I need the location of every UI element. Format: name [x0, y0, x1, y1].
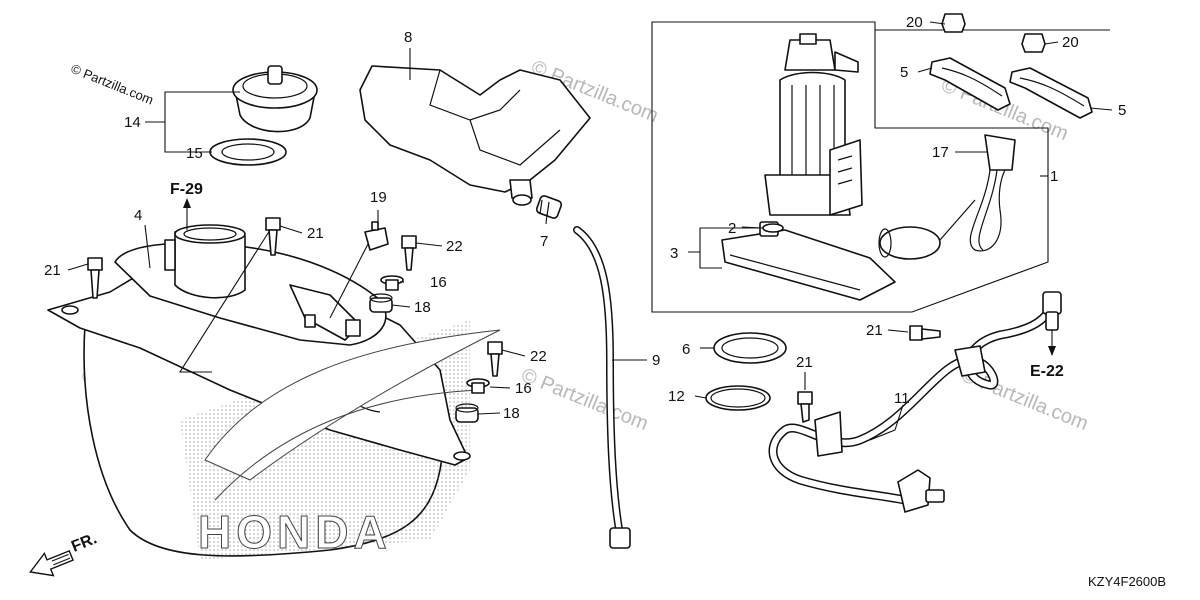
callout-21-tank-top: 21: [307, 225, 324, 242]
callout-1: 1: [1050, 168, 1058, 185]
bolt: [401, 235, 417, 271]
fuel-cap-seal: [209, 138, 287, 166]
leader-lines: [67, 21, 1113, 441]
callout-2: 2: [728, 220, 736, 237]
setting-plate: [1009, 67, 1093, 119]
callout-3: 3: [670, 245, 678, 262]
reference-f29: F-29: [170, 181, 203, 198]
honda-logo: HONDA: [198, 329, 501, 559]
bolt: [487, 341, 503, 377]
clip: [364, 221, 389, 251]
callout-21-tank-left: 21: [44, 262, 61, 279]
callout-20-right: 20: [1062, 34, 1079, 51]
packing-ring: [713, 332, 787, 364]
fuel-cap: [232, 65, 318, 133]
callout-9: 9: [652, 352, 660, 369]
callout-8: 8: [404, 29, 412, 46]
callout-17: 17: [932, 144, 949, 161]
collar: [466, 378, 490, 394]
fuel-pump: [764, 33, 863, 216]
callout-7: 7: [540, 233, 548, 250]
callout-16-bottom: 16: [515, 380, 532, 397]
callout-11: 11: [894, 390, 910, 407]
fuel-feed-hose: [768, 291, 1062, 513]
front-label: FR.: [69, 530, 99, 555]
bolt: [265, 217, 281, 256]
callout-12: 12: [668, 388, 685, 405]
breather-tube: [573, 226, 631, 549]
callout-22-bottom: 22: [530, 348, 547, 365]
callout-15: 15: [186, 145, 203, 162]
callout-18-top: 18: [414, 299, 431, 316]
nut: [941, 13, 966, 33]
honda-wordmark: HONDA: [198, 506, 392, 558]
callout-labels: 1 2 3 4 5 5 6 7 8 9 11 12 14 15 16 16 17…: [44, 14, 1126, 422]
setting-plate: [929, 57, 1011, 111]
callout-22-top: 22: [446, 238, 463, 255]
watermark-text: © Partzilla.com: [958, 364, 1091, 435]
callout-18-bottom: 18: [503, 405, 520, 422]
callout-6: 6: [682, 341, 690, 358]
bolt: [797, 391, 813, 423]
nut: [1021, 33, 1046, 53]
callout-5-right: 5: [1118, 102, 1126, 119]
rubber-mount: [455, 403, 479, 423]
callout-20-left: 20: [906, 14, 923, 31]
callout-21-hose-top: 21: [866, 322, 883, 339]
diagram-code: KZY4F2600B: [1088, 574, 1166, 589]
pump-strainer: [721, 221, 896, 301]
tank-cover: [359, 65, 591, 206]
fuel-level-sender: [878, 134, 1016, 260]
callout-19: 19: [370, 189, 387, 206]
callout-16-top: 16: [430, 274, 447, 291]
collar: [380, 275, 404, 291]
o-ring: [705, 385, 771, 411]
assembly-outline: [651, 21, 1049, 313]
callout-4: 4: [134, 207, 142, 224]
reference-e22: E-22: [1030, 363, 1064, 380]
callout-21-hose-clamp: 21: [796, 354, 813, 371]
hose-fitting: [535, 195, 563, 219]
callout-5-left: 5: [900, 64, 908, 81]
bolt: [909, 325, 941, 341]
watermark-text: © Partzilla.com: [518, 364, 651, 435]
callout-14: 14: [124, 114, 141, 131]
bolt: [87, 257, 103, 299]
strainer-o-ring: [762, 223, 784, 233]
front-direction-arrow: [29, 549, 74, 577]
copyright-watermark: © Partzilla.com: [69, 61, 156, 108]
